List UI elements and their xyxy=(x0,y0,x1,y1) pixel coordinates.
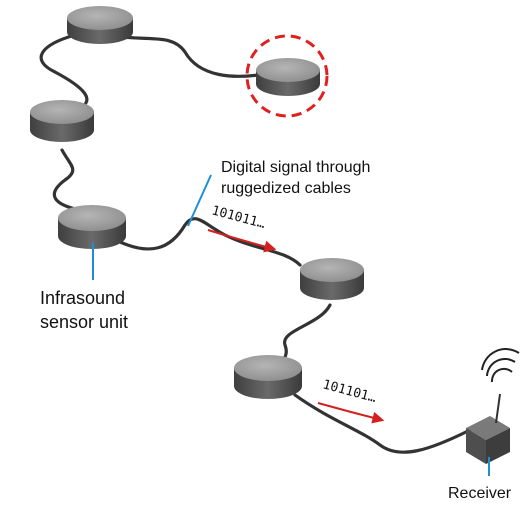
sensor-unit xyxy=(67,6,133,44)
signal-arrow xyxy=(207,229,277,253)
bit-string-2: 101101… xyxy=(321,377,378,406)
sensor-unit xyxy=(300,258,364,300)
receiver-label: Receiver xyxy=(448,485,512,502)
sensor-unit-highlighted xyxy=(256,58,320,96)
sensor-label-line2: sensor unit xyxy=(40,312,128,332)
sensor-unit xyxy=(234,355,302,399)
signal-label-line1: Digital signal through xyxy=(221,159,370,176)
sensor-unit xyxy=(58,205,126,249)
highlight-dashed-circle xyxy=(245,34,329,118)
signal-leader-line xyxy=(187,174,212,227)
signal-label-line2: ruggedized cables xyxy=(221,180,351,197)
signal-arrow xyxy=(317,402,385,424)
bit-string-1: 101011… xyxy=(210,203,267,232)
receiver-box xyxy=(466,393,510,464)
sensor-unit xyxy=(30,100,94,142)
wireless-signal-icon xyxy=(481,348,520,383)
sensor-label-line1: Infrasound xyxy=(40,288,125,308)
cable xyxy=(39,30,472,454)
